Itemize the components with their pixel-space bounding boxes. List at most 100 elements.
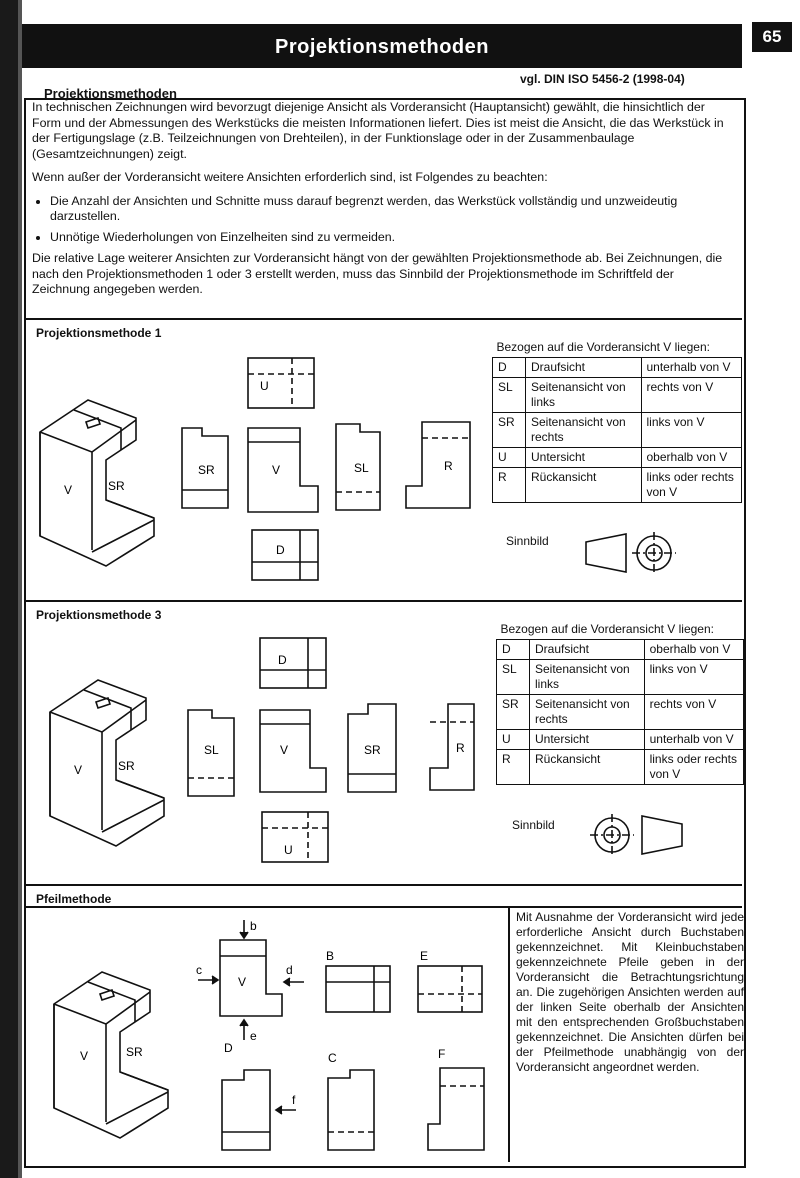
method-3-view-right <box>347 703 397 793</box>
method-3-view-far-right <box>429 703 475 791</box>
method-1-view-top-label: U <box>260 379 269 393</box>
table-cell-name: Seitenansicht von rechts <box>525 412 642 448</box>
method-3-symbol-label: Sinnbild <box>512 818 555 832</box>
arrow-method-title: Pfeilmethode <box>36 892 112 906</box>
arrow-method-view-d <box>221 1069 271 1151</box>
arrow-d-label: d <box>286 963 293 977</box>
arrow-e-label: e <box>250 1029 257 1043</box>
table-cell-name: Seitenansicht von links <box>525 377 642 413</box>
arrow-method-view-f-label: F <box>438 1047 445 1061</box>
page-title: Projektionsmethoden <box>275 36 489 58</box>
intro-bullet-list: Die Anzahl der Ansichten und Schnitte mu… <box>32 194 732 246</box>
table-cell-code: D <box>492 357 526 378</box>
arrow-method-view-c <box>327 1069 375 1151</box>
intro-bullet-2: Unnötige Wiederholungen von Einzelheiten… <box>50 230 732 246</box>
method-1-table: Bezogen auf die Vorderansicht V liegen: … <box>492 338 742 503</box>
arrow-method-view-e <box>417 965 483 1013</box>
arrow-method-iso-front-label: V <box>80 1049 88 1063</box>
page-edge-shadow <box>18 0 22 1178</box>
panel-arrow-method: Pfeilmethode <box>26 884 742 1166</box>
method-3-view-bottom <box>261 811 329 863</box>
method-1-view-far-right-label: R <box>444 459 453 473</box>
method-1-drawing: V SR U SR V SL R D <box>39 357 471 581</box>
arrow-method-divider <box>508 906 510 1162</box>
table-row: D Draufsicht oberhalb von V <box>496 639 745 660</box>
content-frame <box>24 98 746 1168</box>
method-3-view-center-label: V <box>280 743 288 757</box>
table-cell-name: Rückansicht <box>525 467 642 503</box>
method-1-isometric-block <box>39 399 155 567</box>
method-3-title: Projektionsmethode 3 <box>36 608 162 622</box>
table-cell-code: R <box>492 467 526 503</box>
method-3-isometric-block <box>49 679 165 847</box>
method-1-iso-side-label: SR <box>108 479 125 493</box>
method-3-view-left <box>187 709 235 797</box>
method-1-projection-symbol <box>585 532 676 574</box>
table-cell-name: Untersicht <box>525 447 642 468</box>
table-row: D Draufsicht unterhalb von V <box>492 357 742 378</box>
table-cell-position: oberhalb von V <box>640 447 742 468</box>
table-cell-position: links von V <box>643 659 745 695</box>
method-1-view-center <box>247 427 319 513</box>
method-3-projection-symbol <box>590 814 683 856</box>
arrow-method-drawing: V SR V b c d e f B E D C F <box>53 919 485 1151</box>
table-cell-position: rechts von V <box>643 694 745 730</box>
table-cell-position: oberhalb von V <box>643 639 745 660</box>
table-cell-code: SR <box>492 412 526 448</box>
intro-paragraph-1: In technischen Zeichnungen wird bevorzug… <box>32 100 724 161</box>
table-row: SL Seitenansicht von links rechts von V <box>492 377 742 413</box>
arrow-method-view-b <box>325 965 391 1013</box>
intro-paragraph-2: Wenn außer der Vorderansicht weitere Ans… <box>32 170 548 184</box>
table-cell-code: R <box>496 749 530 785</box>
arrow-method-view-b-label: B <box>326 949 334 963</box>
arrow-method-isometric-block <box>53 971 169 1139</box>
method-1-view-left-label: SR <box>198 463 215 477</box>
table-row: SR Seitenansicht von rechts links von V <box>492 412 742 448</box>
method-1-view-left <box>181 427 229 509</box>
method-3-view-top <box>259 637 327 689</box>
arrow-method-view-d-label: D <box>224 1041 233 1055</box>
arrow-f-label: f <box>292 1093 296 1107</box>
method-1-view-bottom <box>251 529 319 581</box>
section-title: Projektionsmethoden <box>44 86 177 101</box>
arrow-method-title-rule <box>26 906 742 908</box>
arrow-method-text: Mit Ausnahme der Vorderansicht wird jede… <box>516 910 744 1074</box>
table-cell-name: Seitenansicht von rechts <box>529 694 645 730</box>
table-cell-code: SL <box>492 377 526 413</box>
table-cell-position: links oder rechts von V <box>643 749 745 785</box>
arrow-b-label: b <box>250 919 257 933</box>
table-row: SR Seitenansicht von rechts rechts von V <box>496 694 745 730</box>
table-cell-code: D <box>496 639 530 660</box>
method-1-view-center-label: V <box>272 463 280 477</box>
arrow-method-view-c-label: C <box>328 1051 337 1065</box>
table-cell-name: Draufsicht <box>525 357 642 378</box>
arrow-c-label: c <box>196 963 202 977</box>
method-3-view-far-right-label: R <box>456 741 465 755</box>
method-3-iso-front-label: V <box>74 763 82 777</box>
method-1-view-far-right <box>405 421 471 509</box>
table-row: R Rückansicht links oder rechts von V <box>492 467 742 503</box>
section-reference: vgl. DIN ISO 5456-2 (1998-04) <box>520 72 685 86</box>
method-3-view-right-label: SR <box>364 743 381 757</box>
method-1-table-header: Bezogen auf die Vorderansicht V liegen: <box>492 338 742 358</box>
method-3-drawing: V SR D SL V SR R U <box>49 637 475 863</box>
panel-method-3: Projektionsmethode 3 <box>26 600 742 882</box>
arrow-method-view-v-label: V <box>238 975 246 989</box>
method-1-view-bottom-label: D <box>276 543 285 557</box>
intro-bullet-1: Die Anzahl der Ansichten und Schnitte mu… <box>50 194 732 225</box>
method-1-iso-front-label: V <box>64 483 72 497</box>
table-cell-code: SR <box>496 694 530 730</box>
table-cell-position: unterhalb von V <box>640 357 742 378</box>
method-3-view-center <box>259 709 327 793</box>
table-cell-position: rechts von V <box>640 377 742 413</box>
method-1-symbol-label: Sinnbild <box>506 534 549 548</box>
method-1-view-top <box>247 357 315 409</box>
intro-text: In technischen Zeichnungen wird bevorzug… <box>32 100 732 306</box>
method-1-title: Projektionsmethode 1 <box>36 326 162 340</box>
method-3-table: Bezogen auf die Vorderansicht V liegen: … <box>496 620 745 785</box>
method-3-view-bottom-label: U <box>284 843 293 857</box>
intro-paragraph-3: Die relative Lage weiterer Ansichten zur… <box>32 251 723 296</box>
method-1-view-right-label: SL <box>354 461 369 475</box>
table-cell-name: Rückansicht <box>529 749 645 785</box>
table-cell-code: U <box>492 447 526 468</box>
